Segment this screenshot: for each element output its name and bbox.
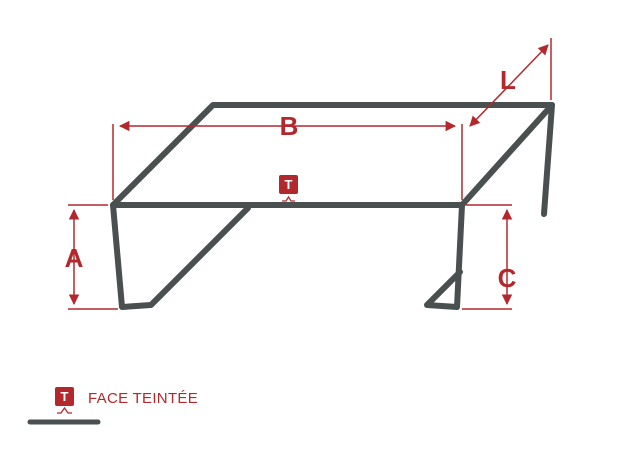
dimension-a-label: A xyxy=(65,243,84,273)
dimension-lines xyxy=(68,38,552,310)
dimension-c-label: C xyxy=(498,263,517,293)
right-front-leg xyxy=(424,202,465,310)
tinted-face-badge: T xyxy=(279,175,298,202)
left-front-leg xyxy=(110,202,251,310)
top-face xyxy=(110,102,555,208)
legend-badge-letter: T xyxy=(61,389,69,404)
dimension-l-arrow xyxy=(469,44,549,127)
tinted-face-badge-letter: T xyxy=(285,177,293,192)
dimension-l-label: L xyxy=(500,65,516,95)
right-back-edge xyxy=(541,102,555,217)
profile-outline xyxy=(110,102,555,310)
legend-badge-pointer xyxy=(57,406,72,414)
legend: T FACE TEINTÉE xyxy=(27,387,198,425)
legend-badge xyxy=(55,387,74,406)
dimension-b-label: B xyxy=(280,111,299,141)
legend-label: FACE TEINTÉE xyxy=(88,390,198,407)
